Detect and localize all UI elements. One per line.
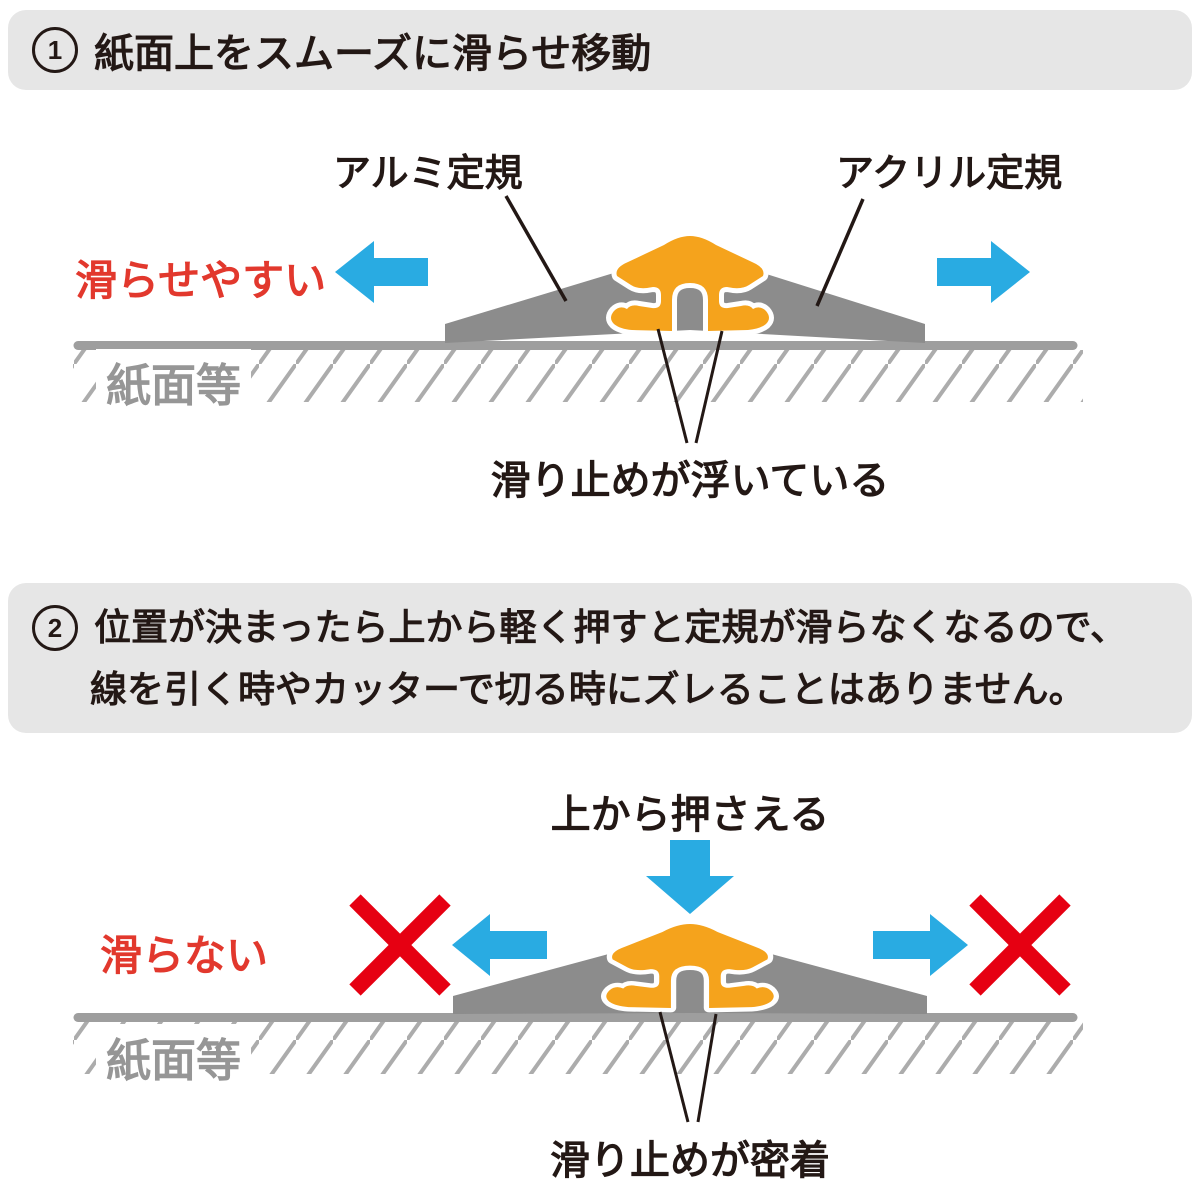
blocked-right-arrow-icon [873, 914, 968, 976]
antislip-rubber-profile [600, 919, 780, 1013]
antislip-floating-label: 滑り止めが浮いている [490, 459, 890, 503]
aluminum-label-pointer [504, 195, 568, 302]
easy-slide-label: 滑らせやすい [75, 257, 327, 304]
surface-label-2: 紙面等 [96, 1024, 252, 1089]
no-slide-right-x-stroke2 [969, 894, 1071, 996]
adhesion-note-pointer-right [696, 1013, 718, 1123]
acrylic-label-pointer [815, 198, 865, 307]
acrylic-ruler-label: アクリル定規 [836, 153, 1063, 195]
panel1-diagram [73, 195, 1083, 444]
step1-title: 紙面上をスムーズに滑らせ移動 [94, 32, 652, 76]
surface-label-1: 紙面等 [96, 349, 252, 414]
blocked-left-arrow-icon [452, 914, 547, 976]
adhesion-note-pointer-left [658, 1011, 690, 1123]
no-slide-left-x-stroke2 [349, 894, 451, 996]
antislip-rubber-profile [606, 231, 774, 336]
no-slide-label: 滑らない [100, 932, 269, 979]
aluminum-ruler-label: アルミ定規 [333, 153, 523, 195]
slide-left-arrow-icon [335, 241, 428, 303]
press-down-arrow-icon [646, 840, 734, 914]
antislip-adheres-label: 滑り止めが密着 [550, 1139, 830, 1183]
step2-number-badge: 2 [32, 605, 78, 651]
step2-header: 2 位置が決まったら上から軽く押すと定規が滑らなくなるので、 線を引く時やカッタ… [8, 583, 1192, 733]
slide-right-arrow-icon [937, 241, 1030, 303]
step2-title-line1: 位置が決まったら上から軽く押すと定規が滑らなくなるので、 [94, 607, 1128, 648]
press-from-above-label: 上から押さえる [550, 793, 830, 837]
step2-title-line2: 線を引く時やカッターで切る時にズレることはありません。 [90, 669, 1086, 710]
step1-number-badge: 1 [32, 27, 78, 73]
floating-note-pointer-right [694, 330, 724, 444]
step1-header: 1 紙面上をスムーズに滑らせ移動 [8, 10, 1192, 90]
floating-note-pointer-left [656, 328, 689, 444]
